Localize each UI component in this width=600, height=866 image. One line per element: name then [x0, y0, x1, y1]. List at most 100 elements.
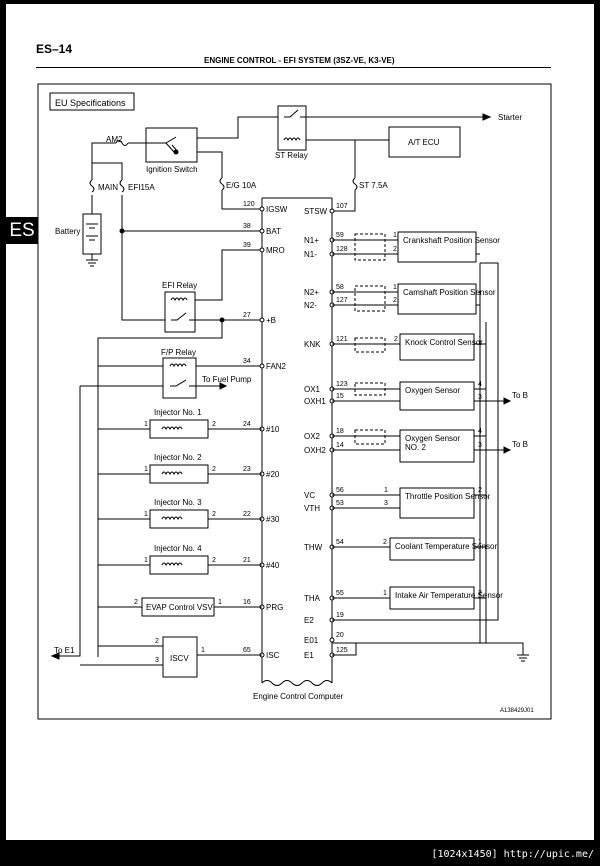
injector-label: Injector No. 1 — [154, 408, 202, 417]
to-e1-label: To E1 — [54, 646, 75, 655]
spec-label-box — [49, 92, 135, 111]
bat-junction — [119, 228, 125, 234]
sensor-wire — [332, 322, 510, 402]
st-relay-switch — [284, 109, 306, 118]
sensor-pin: 3 — [384, 500, 388, 507]
page-number: ES–14 — [36, 42, 73, 56]
injector-coil — [161, 562, 183, 567]
ecu-right-name: THA — [304, 594, 321, 603]
sensor-pin: 2 — [393, 246, 397, 253]
ground-symbol — [517, 654, 529, 662]
ecu-right-pin: 59 — [336, 232, 344, 239]
efi-relay-coil — [170, 297, 188, 302]
injector-coil — [161, 426, 183, 431]
shield-symbol — [354, 337, 386, 353]
spec-label: EU Specifications — [55, 98, 126, 108]
watermark-footer: [1024x1450] http://upic.me/ — [431, 849, 594, 860]
ignition-switch-box — [145, 127, 198, 163]
sensor-pin: 1 — [393, 284, 397, 291]
crankshaft-sensor-label: Crankshaft Position Sensor — [403, 236, 500, 245]
injector-pin1: 1 — [144, 511, 148, 518]
ecu-left-name: FAN2 — [266, 362, 287, 371]
ecu-right-pin: 54 — [336, 539, 344, 546]
shield-symbol — [354, 429, 386, 445]
sensor-pin: 2 — [393, 297, 397, 304]
oxygen-sensor-2-label: NO. 2 — [405, 443, 426, 452]
ecu-right-name: E2 — [304, 616, 314, 625]
ecu-right-pin: 20 — [336, 632, 344, 639]
ecu-right-pin: 125 — [336, 647, 348, 654]
evap-pin2: 2 — [134, 599, 138, 606]
stsw-wire — [332, 190, 356, 212]
efi15a-label: EFI15A — [128, 183, 155, 192]
mro-wire — [195, 249, 262, 301]
battery-symbol — [82, 213, 102, 255]
ecu-right-name: OX2 — [304, 432, 321, 441]
shield-symbol — [354, 285, 386, 312]
ecu-right-name: N1+ — [304, 236, 319, 245]
injector-pin1: 1 — [144, 421, 148, 428]
ecu-left-pin: 39 — [243, 242, 251, 249]
starter-arrow — [482, 113, 492, 121]
sensor-wire — [332, 239, 398, 255]
fp-relay-label: F/P Relay — [161, 348, 196, 357]
ecu-left-name: MRO — [266, 246, 285, 255]
fp-relay-box — [162, 357, 197, 399]
ecu-left-name: #40 — [266, 561, 280, 570]
ecu-terminal-node — [329, 637, 335, 643]
igsw-wire — [221, 190, 262, 210]
sensor-pin: 1 — [384, 487, 388, 494]
ecu-right-pin: 18 — [336, 428, 344, 435]
oxygen-sensor-2-label: Oxygen Sensor — [405, 434, 460, 443]
ecu-left-pin: 65 — [243, 647, 251, 654]
section-tab: ES — [6, 217, 38, 244]
injector-pin2: 2 — [212, 421, 216, 428]
ecu-body — [261, 198, 333, 683]
ecu-right-name: E1 — [304, 651, 314, 660]
am2-label: AM2 — [106, 135, 123, 144]
ecu-right-pin: 121 — [336, 336, 348, 343]
ecu-terminal-node — [259, 317, 265, 323]
ecu-left-name: BAT — [266, 227, 281, 236]
ecu-left-pin: 16 — [243, 599, 251, 606]
to-b-label: To B — [512, 440, 528, 449]
ecu-right-pin: 127 — [336, 297, 348, 304]
coolant-sensor-box — [389, 537, 475, 561]
st-relay-label: ST Relay — [275, 151, 308, 160]
coolant-sensor-label: Coolant Temperature Sensor — [395, 542, 497, 551]
injector-label: Injector No. 4 — [154, 544, 202, 553]
ecu-label: Engine Control Computer — [253, 692, 344, 701]
st-relay-coil — [283, 137, 301, 142]
ignition-switch-label: Ignition Switch — [146, 165, 198, 174]
ecu-right-name: OX1 — [304, 385, 321, 394]
iscv-pin1: 1 — [201, 647, 205, 654]
diagram-frame — [37, 83, 552, 720]
starter-label: Starter — [498, 113, 522, 122]
ecu-terminal-node — [329, 208, 335, 214]
knock-sensor-label: Knock Control Sensor — [405, 338, 483, 347]
ecu-left-name: #10 — [266, 425, 280, 434]
am2-bus — [91, 142, 146, 150]
oxygen-sensor-2-box — [399, 429, 475, 463]
injector-coil — [161, 471, 183, 476]
fuel-pump-arrow — [219, 382, 228, 390]
ecu-right-pin: 53 — [336, 500, 344, 507]
camshaft-sensor-box — [397, 283, 477, 315]
ecu-right-name: OXH2 — [304, 446, 326, 455]
efi15a-branch-wire — [92, 162, 165, 321]
main-fuse — [89, 179, 95, 193]
ecu-right-pin: 107 — [336, 203, 348, 210]
sensor-wire — [332, 435, 510, 451]
st75a-fuse — [352, 177, 358, 191]
to-fuel-pump-label: To Fuel Pump — [202, 375, 252, 384]
ecu-right-name: STSW — [304, 207, 328, 216]
ecu-terminal-node — [259, 206, 265, 212]
injector-label: Injector No. 3 — [154, 498, 202, 507]
iscv-box — [162, 636, 198, 678]
battery-label: Battery — [55, 227, 80, 236]
ecu-right-pin: 123 — [336, 381, 348, 388]
injector-box — [149, 555, 209, 575]
injector-box — [149, 419, 209, 439]
at-ecu-label: A/T ECU — [408, 138, 440, 147]
